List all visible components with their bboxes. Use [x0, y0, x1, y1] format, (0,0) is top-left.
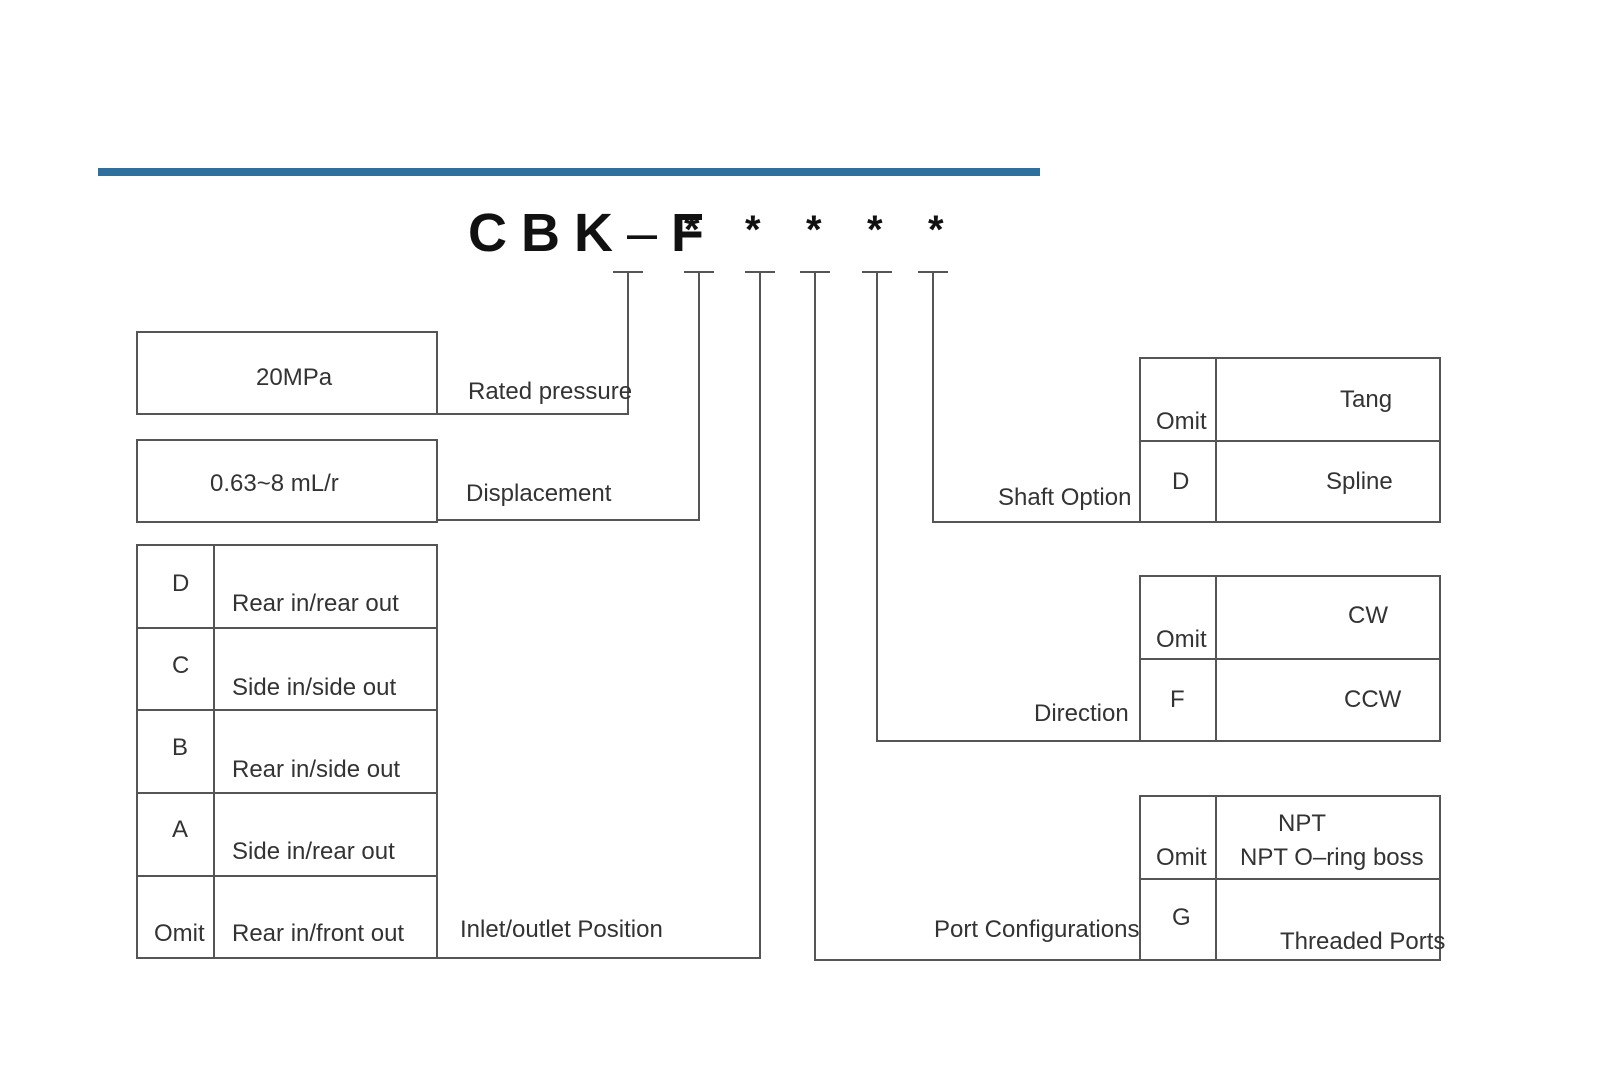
inlet-code-omit: Omit — [154, 920, 205, 947]
port-configurations-label: Port Configurations — [934, 916, 1140, 943]
inlet-outlet-table — [136, 544, 438, 959]
displacement-label: Displacement — [466, 480, 612, 507]
inlet-desc-a: Side in/rear out — [232, 838, 395, 865]
inlet-code-a: A — [172, 816, 189, 843]
port-code-omit: Omit — [1156, 844, 1207, 871]
inlet-desc-c: Side in/side out — [232, 674, 397, 701]
leader-inlet-outlet — [437, 272, 761, 959]
port-desc-threaded: Threaded Ports — [1280, 928, 1446, 955]
displacement-box — [136, 439, 438, 523]
inlet-desc-d: Rear in/rear out — [232, 590, 399, 617]
port-code-g: G — [1172, 904, 1191, 931]
inlet-desc-b: Rear in/side out — [232, 756, 401, 783]
inlet-code-b: B — [172, 734, 189, 761]
model-prefix: CBK — [468, 203, 627, 263]
placeholder-1: * — [684, 208, 700, 252]
shaft-option-label: Shaft Option — [998, 484, 1132, 511]
placeholder-4: * — [867, 208, 883, 252]
leader-port-config — [814, 272, 1140, 961]
model-code: CBK–F — [468, 206, 718, 260]
inlet-code-d: D — [172, 570, 190, 597]
displacement-value: 0.63~8 mL/r — [210, 470, 339, 497]
leader-direction — [876, 272, 1140, 742]
placeholder-2: * — [745, 208, 761, 252]
rated-pressure-box — [136, 331, 438, 415]
direction-code-omit: Omit — [1156, 626, 1207, 653]
shaft-desc-tang: Tang — [1340, 386, 1393, 413]
rated-pressure-value: 20MPa — [256, 364, 333, 391]
header-accent-bar — [98, 168, 1040, 176]
port-desc-npt-oring: NPT O–ring boss — [1240, 844, 1424, 871]
inlet-code-c: C — [172, 652, 190, 679]
direction-desc-cw: CW — [1348, 602, 1388, 629]
leader-rated-pressure — [437, 272, 629, 415]
shaft-code-d: D — [1172, 468, 1190, 495]
direction-label: Direction — [1034, 700, 1129, 727]
direction-desc-ccw: CCW — [1344, 686, 1402, 713]
shaft-desc-spline: Spline — [1326, 468, 1393, 495]
shaft-code-omit: Omit — [1156, 408, 1207, 435]
model-dash: – — [627, 203, 672, 263]
placeholder-5: * — [928, 208, 944, 252]
placeholder-3: * — [806, 208, 822, 252]
inlet-outlet-label: Inlet/outlet Position — [460, 916, 663, 943]
inlet-desc-omit: Rear in/front out — [232, 920, 405, 947]
rated-pressure-label: Rated pressure — [468, 378, 633, 405]
port-desc-npt: NPT — [1278, 810, 1326, 837]
direction-code-f: F — [1170, 686, 1185, 713]
leader-shaft — [932, 272, 1140, 523]
leader-displacement — [437, 272, 700, 521]
model-f: F — [671, 203, 719, 263]
